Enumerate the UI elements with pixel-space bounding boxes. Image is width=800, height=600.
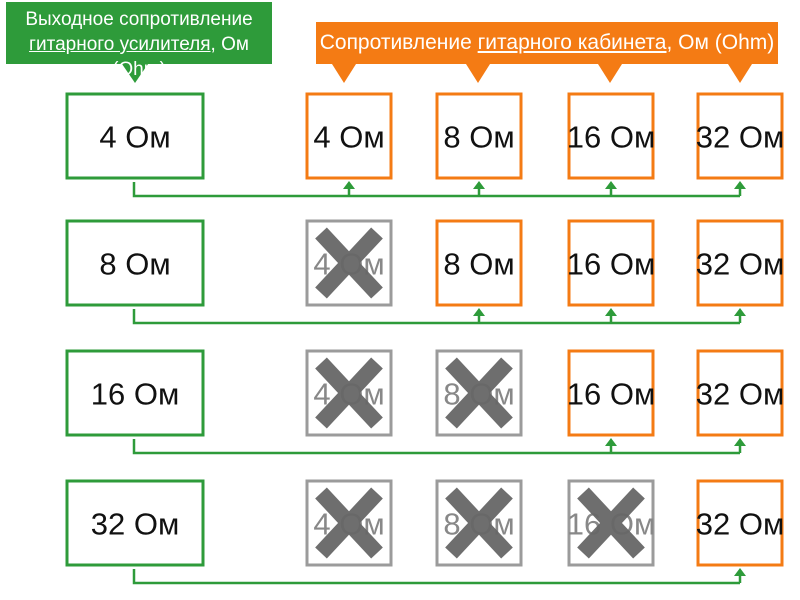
amp-impedance-box — [65, 92, 205, 180]
cab-impedance-box — [696, 479, 784, 567]
incompatible-cross-icon — [445, 357, 513, 429]
connector-line — [132, 309, 740, 325]
amp-callout-underlined: гитарного усилителя — [29, 34, 211, 55]
incompatible-cross-icon — [315, 357, 383, 429]
amp-impedance-box — [65, 479, 205, 567]
connector-line — [132, 182, 740, 198]
arrow-up-icon — [343, 181, 355, 189]
amp-impedance-box — [65, 219, 205, 307]
arrow-up-icon — [473, 308, 485, 316]
cab-impedance-label: 4 Ом — [313, 120, 384, 155]
amp-impedance-label: 4 Ом — [99, 120, 170, 155]
arrow-up-icon — [734, 568, 746, 576]
cab-impedance-label: 16 Ом — [567, 377, 656, 412]
incompatible-cross-icon — [315, 487, 383, 559]
connector-line — [132, 439, 740, 455]
cab-impedance-label: 32 Ом — [696, 120, 785, 155]
arrow-up-icon — [605, 438, 617, 446]
cab-impedance-label: 8 Ом — [443, 247, 514, 282]
cab-impedance-box — [567, 349, 655, 437]
arrow-up-icon — [734, 438, 746, 446]
arrow-up-icon — [734, 308, 746, 316]
amp-impedance-label: 32 Ом — [91, 507, 180, 542]
cab-impedance-label: 32 Ом — [696, 377, 785, 412]
cab-impedance-label: 32 Ом — [696, 507, 785, 542]
cab-impedance-label: 32 Ом — [696, 247, 785, 282]
incompatible-cross-icon — [577, 487, 645, 559]
cab-impedance-label: 8 Ом — [443, 120, 514, 155]
incompatible-cross-icon — [315, 227, 383, 299]
arrow-up-icon — [605, 308, 617, 316]
cab-impedance-label: 16 Ом — [567, 247, 656, 282]
amp-callout-line2-rest: , Ом (Ohm) — [112, 34, 249, 80]
incompatible-cross-icon — [445, 487, 513, 559]
cab-callout-underlined: гитарного кабинета — [477, 31, 667, 54]
amp-impedance-box — [65, 349, 205, 437]
cab-impedance-box — [696, 349, 784, 437]
cab-impedance-box — [305, 92, 393, 180]
cab-impedance-box — [696, 92, 784, 180]
cab-impedance-box — [435, 219, 523, 307]
cab-callout-suffix: , Ом (Ohm) — [666, 31, 775, 54]
cab-impedance-box — [696, 219, 784, 307]
arrow-up-icon — [734, 181, 746, 189]
connector-line — [132, 569, 740, 585]
arrow-up-icon — [605, 181, 617, 189]
cab-impedance-box — [567, 219, 655, 307]
amp-impedance-label: 16 Ом — [91, 377, 180, 412]
arrow-up-icon — [473, 181, 485, 189]
amp-callout-line1: Выходное сопротивление — [25, 9, 253, 30]
cab-impedance-box — [435, 92, 523, 180]
cab-impedance-label: 16 Ом — [567, 120, 656, 155]
cab-impedance-box — [567, 92, 655, 180]
cab-callout-prefix: Сопротивление — [319, 31, 478, 54]
amp-impedance-label: 8 Ом — [99, 247, 170, 282]
